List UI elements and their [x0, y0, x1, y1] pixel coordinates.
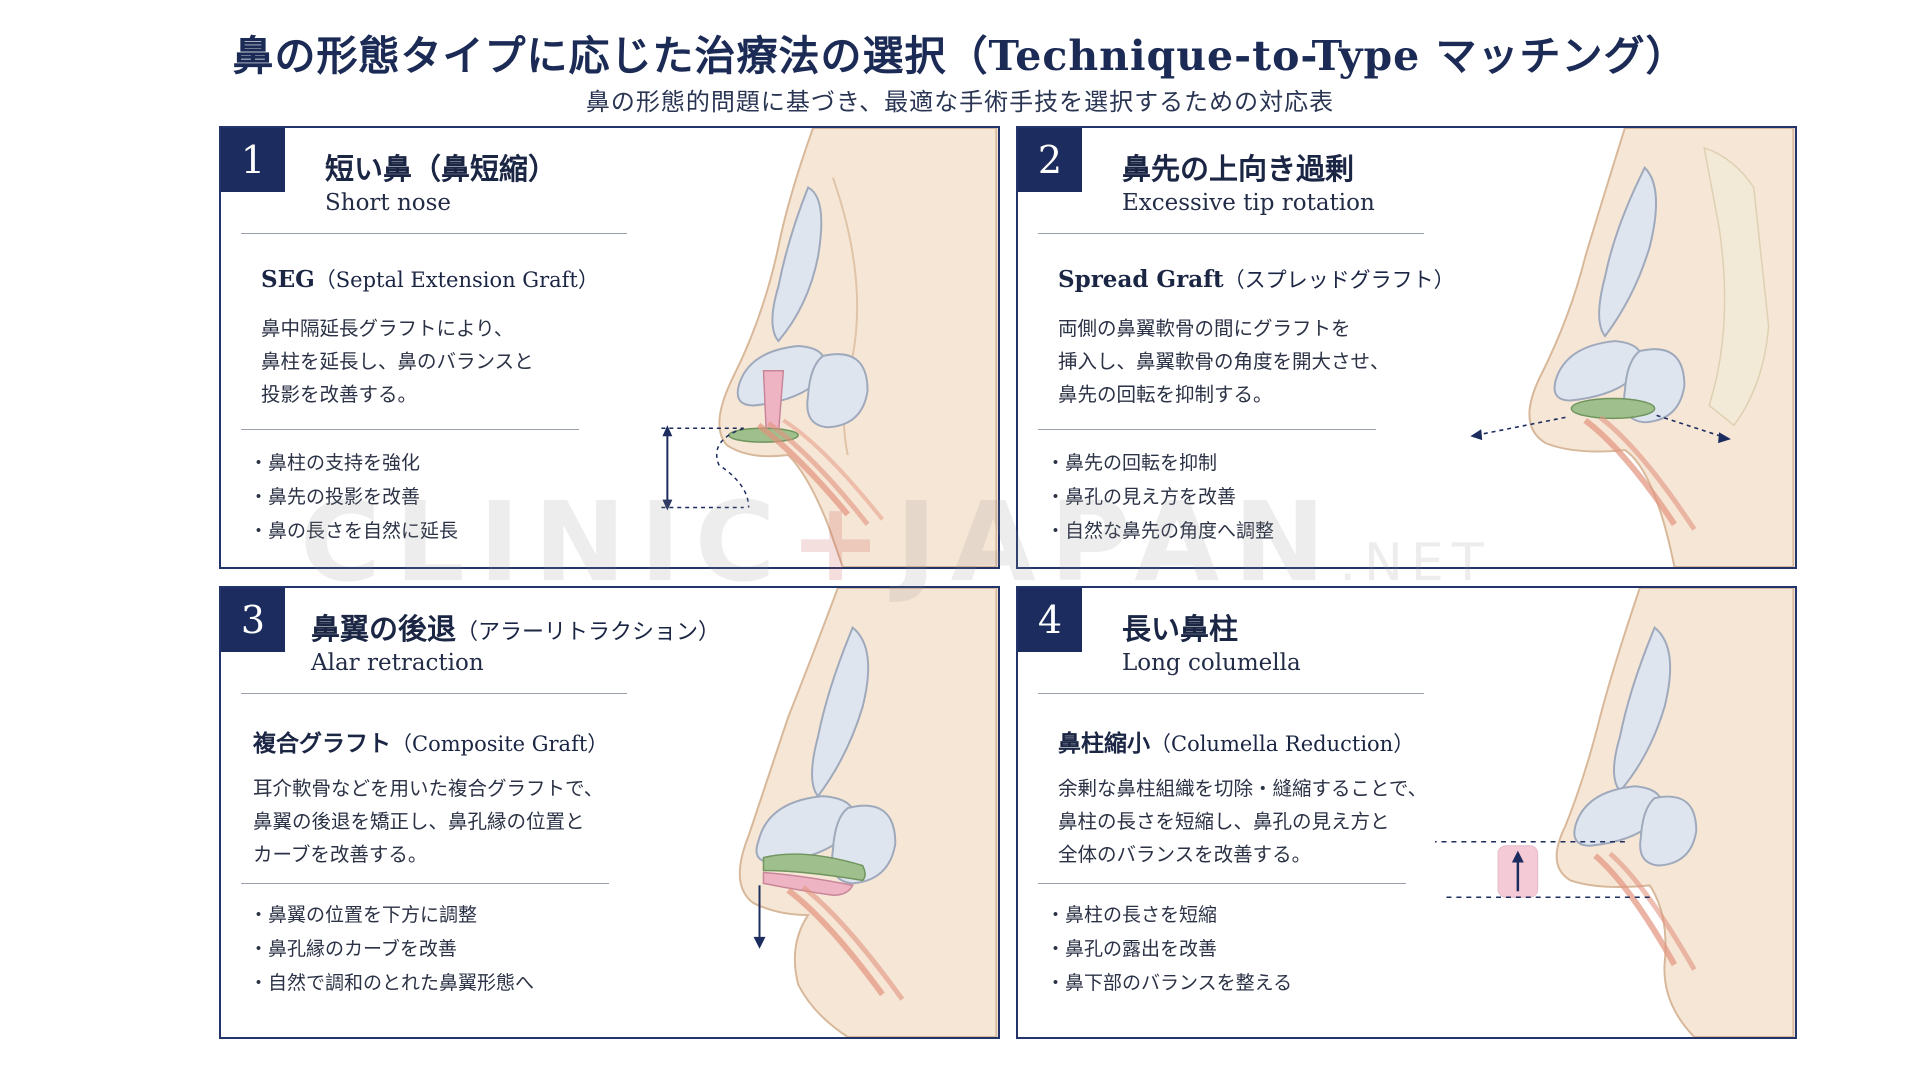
divider — [1038, 233, 1424, 234]
technique-name: 鼻柱縮小（Columella Reduction） — [1058, 730, 1415, 757]
panel-title: 短い鼻（鼻短縮） — [325, 152, 558, 186]
panel-title: 鼻翼の後退（アラーリトラクション） — [311, 612, 721, 646]
technique-name: SEG（Septal Extension Graft） — [261, 266, 599, 293]
technique-description: 鼻中隔延長グラフトにより、 鼻柱を延長し、鼻のバランスと 投影を改善する。 — [261, 317, 534, 406]
list-item: 鼻柱の支持を強化 — [249, 446, 458, 480]
list-item: 鼻孔の見え方を改善 — [1046, 480, 1274, 514]
list-item: 鼻の長さを自然に延長 — [249, 514, 458, 548]
panel-english-title: Short nose — [325, 190, 452, 216]
panel-number: 3 — [221, 588, 285, 652]
panel-english-title: Long columella — [1122, 650, 1301, 676]
list-item: 鼻先の回転を抑制 — [1046, 446, 1274, 480]
divider — [1038, 883, 1406, 884]
panel-number: 1 — [221, 128, 285, 192]
panel-number: 2 — [1018, 128, 1082, 192]
list-item: 鼻柱の長さを短縮 — [1046, 898, 1292, 932]
benefit-list: 鼻柱の支持を強化 鼻先の投影を改善 鼻の長さを自然に延長 — [249, 446, 458, 548]
divider — [241, 693, 627, 694]
technique-description: 耳介軟骨などを用いた複合グラフトで、 鼻翼の後退を矯正し、鼻孔縁の位置と カーブ… — [253, 777, 604, 866]
benefit-list: 鼻翼の位置を下方に調整 鼻孔縁のカーブを改善 自然で調和のとれた鼻翼形態へ — [249, 898, 534, 1000]
benefit-list: 鼻柱の長さを短縮 鼻孔の露出を改善 鼻下部のバランスを整える — [1046, 898, 1292, 1000]
watermark: CLINIC+JAPAN.NET — [300, 478, 1492, 606]
nose-illustration-composite-graft — [738, 588, 998, 1037]
panel-english-title: Alar retraction — [311, 650, 484, 676]
technique-description: 余剰な鼻柱組織を切除・縫縮することで、 鼻柱の長さを短縮し、鼻孔の見え方と 全体… — [1058, 777, 1428, 866]
panel-number: 4 — [1018, 588, 1082, 652]
nose-illustration-seg — [661, 128, 998, 567]
divider — [1038, 429, 1376, 430]
list-item: 鼻下部のバランスを整える — [1046, 966, 1292, 1000]
divider — [1038, 693, 1424, 694]
divider — [241, 429, 579, 430]
panel-english-title: Excessive tip rotation — [1122, 190, 1375, 216]
page-subtitle: 鼻の形態的問題に基づき、最適な手術手技を選択するための対応表 — [585, 88, 1335, 116]
technique-description: 両側の鼻翼軟骨の間にグラフトを 挿入し、鼻翼軟骨の角度を開大させ、 鼻先の回転を… — [1058, 317, 1390, 406]
list-item: 鼻先の投影を改善 — [249, 480, 458, 514]
benefit-list: 鼻先の回転を抑制 鼻孔の見え方を改善 自然な鼻先の角度へ調整 — [1046, 446, 1274, 548]
list-item: 自然で調和のとれた鼻翼形態へ — [249, 966, 534, 1000]
list-item: 自然な鼻先の角度へ調整 — [1046, 514, 1274, 548]
divider — [241, 883, 609, 884]
technique-name: Spread Graft（スプレッドグラフト） — [1058, 266, 1455, 293]
panel-title: 鼻先の上向き過剰 — [1122, 152, 1355, 186]
panel-long-columella: 4 長い鼻柱 Long columella 鼻柱縮小（Columella Red… — [1016, 586, 1797, 1039]
panel-title: 長い鼻柱 — [1122, 612, 1239, 646]
panel-short-nose: 1 短い鼻（鼻短縮） Short nose SEG（Septal Extensi… — [219, 126, 1000, 569]
list-item: 鼻孔縁のカーブを改善 — [249, 932, 534, 966]
list-item: 鼻翼の位置を下方に調整 — [249, 898, 534, 932]
divider — [241, 233, 627, 234]
panel-alar-retraction: 3 鼻翼の後退（アラーリトラクション） Alar retraction 複合グラ… — [219, 586, 1000, 1039]
panel-excessive-tip-rotation: 2 鼻先の上向き過剰 Excessive tip rotation Spread… — [1016, 126, 1797, 569]
technique-name: 複合グラフト（Composite Graft） — [253, 730, 609, 757]
page-title: 鼻の形態タイプに応じた治療法の選択（Technique-to-Type マッチン… — [232, 32, 1688, 80]
nose-illustration-spread-graft — [1470, 128, 1795, 567]
nose-illustration-columella-reduction — [1435, 588, 1795, 1037]
list-item: 鼻孔の露出を改善 — [1046, 932, 1292, 966]
